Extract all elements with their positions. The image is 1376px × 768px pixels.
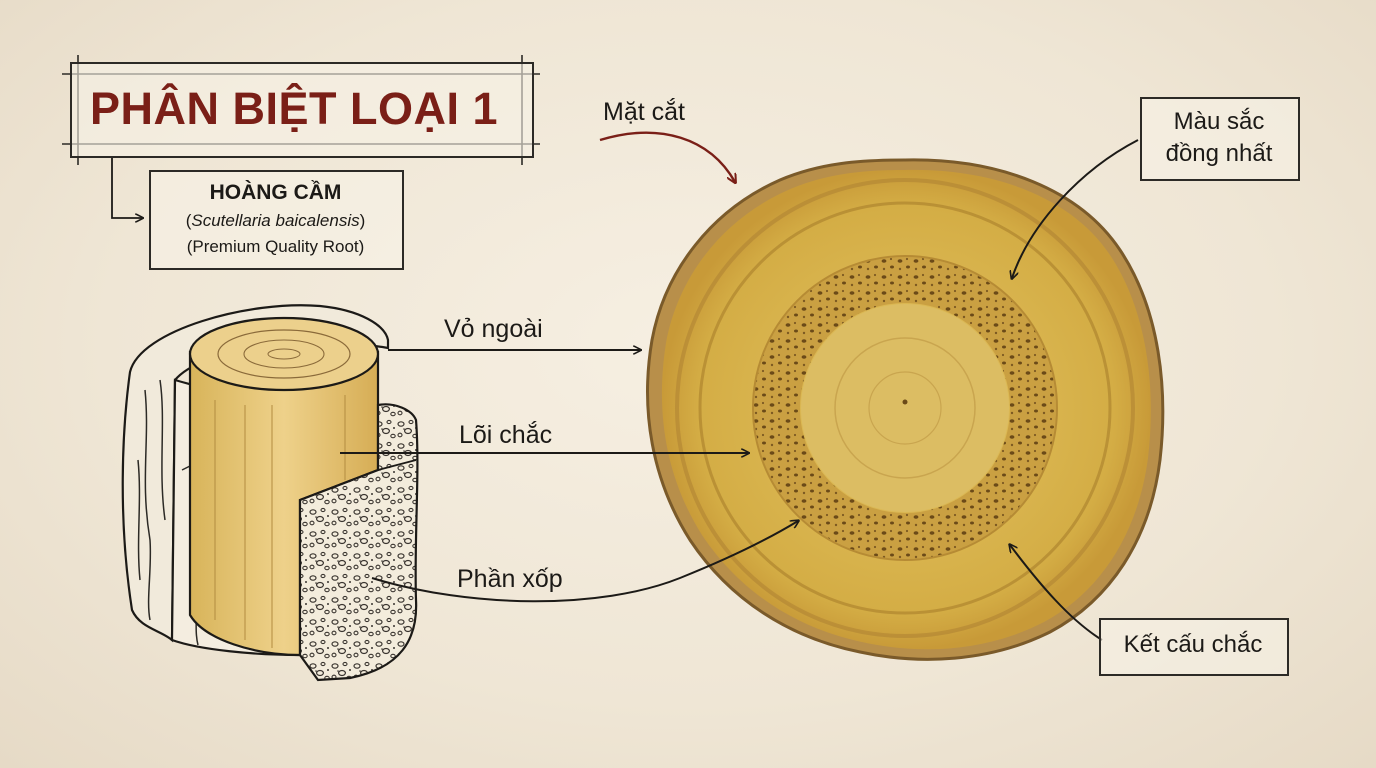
title-to-name-connector — [111, 156, 142, 218]
page-title: PHÂN BIỆT LOẠI 1 — [90, 83, 499, 134]
specimen-name-box — [149, 170, 404, 270]
sci-paren-open: ( — [185, 211, 192, 230]
label-uniform-color-line2: đồng nhất — [1165, 140, 1273, 167]
core-top — [188, 316, 380, 392]
porous-ring — [754, 257, 1056, 559]
root-cutaway-sketch — [121, 304, 419, 682]
annotation-arrows — [340, 139, 1139, 641]
label-firm-core: Lõi chắc — [459, 421, 553, 449]
specimen-scientific-name: (Scutellaria baicalensis) — [151, 211, 400, 231]
arrow-spongy-part — [371, 521, 798, 603]
sci-paren-close: ) — [359, 211, 366, 230]
arrow-cross-section — [599, 131, 735, 182]
scientific-name-text: Scutellaria baicalensis — [191, 211, 360, 230]
label-outer-bark: Vỏ ngoài — [444, 315, 543, 343]
title-box — [70, 62, 534, 158]
slice-center — [801, 304, 1009, 512]
label-uniform-color-line1: Màu sắc — [1173, 108, 1265, 135]
arrow-uniform-color — [1012, 139, 1139, 278]
label-spongy-part: Phần xốp — [457, 565, 563, 593]
cross-section-slice — [646, 158, 1165, 661]
label-firm-texture: Kết cấu chắc — [1123, 631, 1263, 658]
uniform-color-box — [1140, 97, 1300, 181]
spongy-wedge — [298, 403, 419, 682]
specimen-quality: (Premium Quality Root) — [186, 237, 365, 256]
arrow-firm-texture — [1010, 545, 1103, 641]
label-cross-section: Mặt cắt — [603, 98, 685, 126]
specimen-name: HOÀNG CẦM — [209, 181, 342, 204]
firm-texture-box — [1099, 618, 1289, 676]
